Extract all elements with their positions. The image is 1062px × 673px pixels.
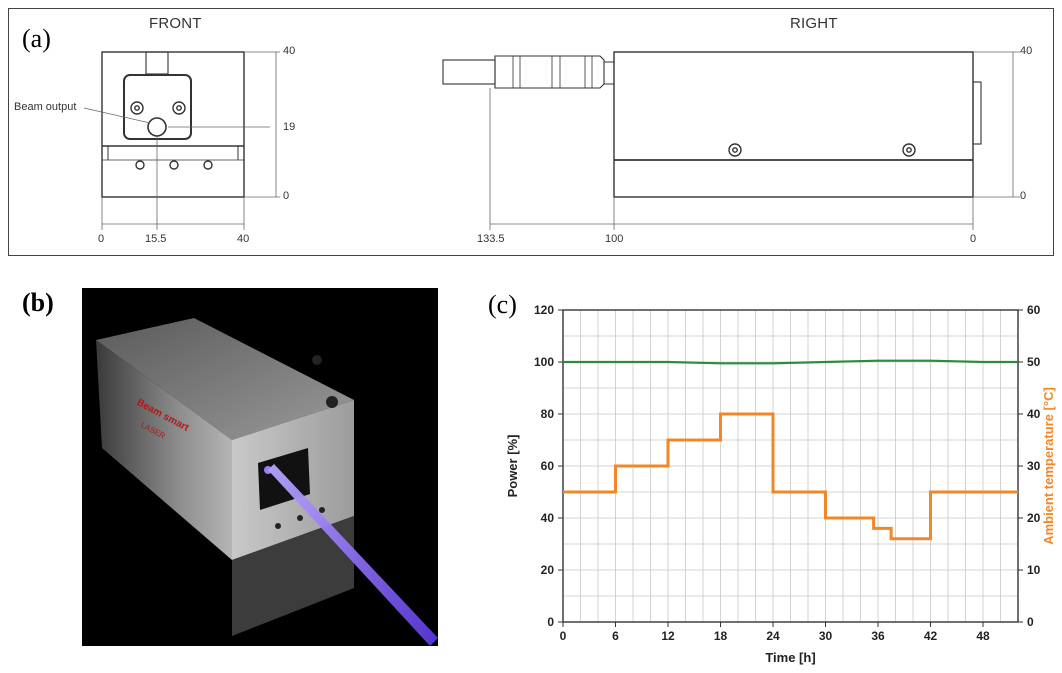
- panel-a-letter: (a): [22, 24, 51, 53]
- x-tick-label: 6: [612, 629, 619, 643]
- y-tick-label: 40: [541, 511, 555, 525]
- x-tick-label: 24: [766, 629, 780, 643]
- front-dim-bottom-0: 0: [98, 233, 105, 245]
- front-screw-left: [130, 101, 144, 115]
- right-view-title: RIGHT: [790, 15, 838, 32]
- right-screw-2: [902, 143, 916, 157]
- x-tick-label: 18: [714, 629, 728, 643]
- laser-front-hole-3: [319, 507, 325, 513]
- connector-flange: [603, 61, 615, 85]
- right-dim-1335: 133.5: [477, 233, 505, 245]
- laser-front-hole-2: [297, 515, 303, 521]
- right-rear-connector: [972, 81, 982, 145]
- right-view: [442, 51, 982, 198]
- y2-tick-label: 30: [1027, 459, 1041, 473]
- x-tick-label: 48: [976, 629, 990, 643]
- front-dim-bottom-155: 15.5: [145, 233, 167, 245]
- laser-top-screw-2: [326, 396, 338, 408]
- y-tick-label: 120: [534, 303, 554, 317]
- right-dim-100: 100: [605, 233, 624, 245]
- front-screw-left-center: [134, 105, 140, 111]
- laser-illustration: [96, 318, 438, 646]
- y2-axis-label: Ambient temperature [°C]: [1041, 387, 1056, 545]
- panel-c-letter: (c): [488, 290, 517, 319]
- y2-tick-label: 60: [1027, 303, 1041, 317]
- y2-tick-label: 0: [1027, 615, 1034, 629]
- front-dim-19: 19: [283, 121, 296, 133]
- laser-beam: [268, 464, 438, 646]
- y2-tick-label: 40: [1027, 407, 1041, 421]
- laser-top-face: [96, 318, 354, 440]
- x-tick-label: 42: [924, 629, 938, 643]
- beam-output-label: Beam output: [14, 101, 77, 113]
- x-tick-label: 0: [560, 629, 567, 643]
- right-dim-40: 40: [1020, 45, 1033, 57]
- front-screw-right: [172, 101, 186, 115]
- x-axis-label: Time [h]: [765, 650, 815, 665]
- front-hole-1: [135, 160, 145, 170]
- y-axis-label: Power [%]: [505, 435, 520, 498]
- front-screw-right-center: [176, 105, 182, 111]
- front-dim-0: 0: [283, 190, 290, 202]
- x-tick-label: 36: [871, 629, 885, 643]
- y2-tick-label: 50: [1027, 355, 1041, 369]
- right-dimension-lines: [489, 51, 1020, 230]
- right-screw-2-center: [906, 147, 912, 153]
- x-tick-label: 12: [661, 629, 675, 643]
- front-view: [101, 51, 245, 198]
- laser-photo: Beam smart LASER: [82, 288, 438, 646]
- temperature-series-line: [563, 412, 1018, 541]
- y-tick-label: 100: [534, 355, 554, 369]
- laser-front-hole-1: [275, 523, 281, 529]
- panel-b-letter: (b): [22, 288, 54, 317]
- front-hole-2: [169, 160, 179, 170]
- connector-ribs: [512, 56, 593, 88]
- technical-drawing: [83, 51, 1020, 230]
- laser-base-reflection: [232, 516, 354, 636]
- y2-tick-label: 20: [1027, 511, 1041, 525]
- front-body-outline: [101, 51, 245, 198]
- front-dim-bottom-40: 40: [237, 233, 250, 245]
- y2-tick-label: 10: [1027, 563, 1041, 577]
- y-tick-label: 80: [541, 407, 555, 421]
- x-tick-label: 30: [819, 629, 833, 643]
- y-tick-label: 20: [541, 563, 555, 577]
- panel-a-frame: [8, 8, 1054, 256]
- right-dim-0: 0: [1020, 190, 1027, 202]
- front-dim-40: 40: [283, 45, 296, 57]
- right-screw-1-center: [732, 147, 738, 153]
- beam-output-leader: [83, 107, 151, 124]
- laser-top-screw-1: [312, 355, 322, 365]
- front-hole-3: [203, 160, 213, 170]
- front-dimension-lines: [83, 51, 280, 230]
- front-view-title: FRONT: [149, 15, 202, 32]
- right-dim-r0: 0: [970, 233, 977, 245]
- laser-side-face: [96, 340, 232, 560]
- power-series-line: [563, 359, 1018, 365]
- y-tick-label: 60: [541, 459, 555, 473]
- front-window-plate: [123, 74, 192, 140]
- y-tick-label: 0: [547, 615, 554, 629]
- right-screw-1: [728, 143, 742, 157]
